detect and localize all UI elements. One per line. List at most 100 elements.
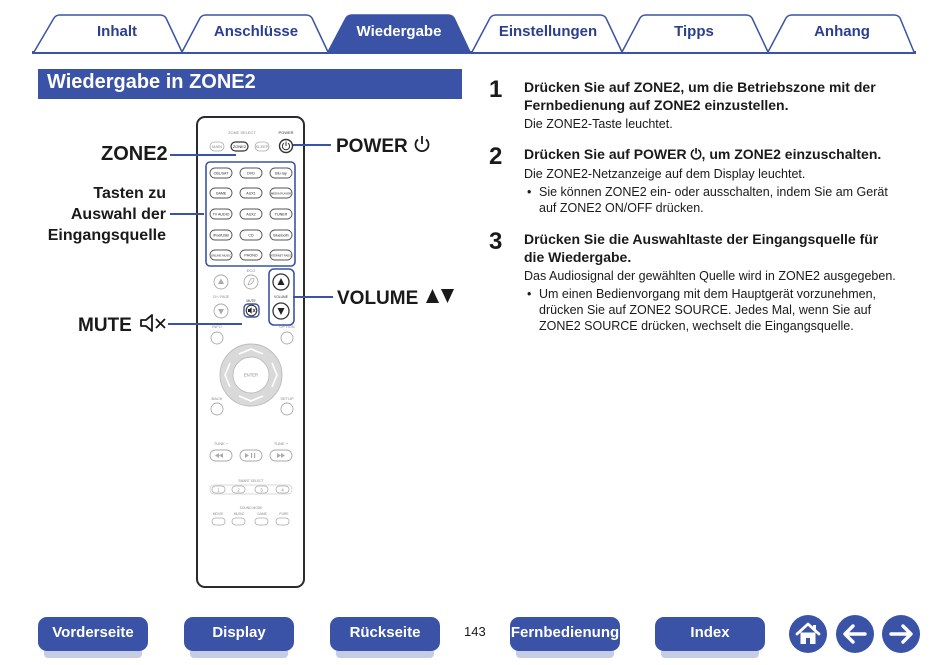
- speaker-mute-icon: [140, 314, 166, 332]
- bullet-dot-icon: •: [527, 185, 532, 199]
- remote-sound-pure-label: PURE: [279, 512, 289, 516]
- remote-main-label: MAIN: [212, 144, 222, 149]
- callout-power-label: POWER: [336, 136, 408, 157]
- remote-info-button[interactable]: [210, 331, 224, 345]
- remote-dpad-left-icon: [224, 362, 231, 388]
- remote-sleep-button[interactable]: [254, 141, 270, 152]
- callout-zone2-line: [170, 154, 236, 156]
- step-3-bullet: • Um einen Bedienvorgang mit dem Hauptge…: [524, 286, 916, 334]
- remote-back-button[interactable]: [210, 402, 224, 416]
- remote-source-bluetooth[interactable]: [269, 229, 293, 241]
- remote-source-internetradio[interactable]: [269, 249, 293, 261]
- remote-source-aux2[interactable]: [239, 208, 263, 220]
- remote-source-mediaplayer[interactable]: [269, 187, 293, 199]
- remote-source-ipodusb[interactable]: [209, 229, 233, 241]
- remote-smart-3-button[interactable]: [254, 485, 269, 494]
- nav-rueckseite-button[interactable]: Rückseite: [330, 617, 440, 658]
- remote-option-button[interactable]: [280, 331, 294, 345]
- play-pause-icon: [245, 453, 249, 458]
- remote-mute-x-icon: [252, 308, 256, 313]
- remote-source-cblsat[interactable]: [209, 167, 233, 179]
- remote-source-phono[interactable]: [239, 249, 263, 261]
- arrow-right-icon: [889, 624, 913, 644]
- remote-setup-label: SETUP: [280, 396, 294, 401]
- callout-source-keys: Tasten zu Auswahl der Eingangsquelle: [40, 183, 166, 246]
- remote-source-bluray[interactable]: [269, 167, 293, 179]
- remote-dpad-down-icon: [238, 395, 264, 402]
- tab-tipps[interactable]: Tipps: [674, 23, 714, 40]
- remote-option-label: OPTION: [279, 324, 294, 329]
- callout-mute-label: MUTE: [78, 315, 132, 336]
- callout-mute-line: [168, 323, 242, 325]
- remote-smart-select-label: SMART SELECT: [238, 479, 263, 483]
- remote-source-dvd[interactable]: [239, 167, 263, 179]
- nav-vorderseite-button[interactable]: Vorderseite: [38, 617, 148, 658]
- remote-source-ipodusb-label: iPod/USB: [213, 234, 229, 238]
- back-button[interactable]: [836, 615, 874, 653]
- remote-source-aux1[interactable]: [239, 187, 263, 199]
- remote-source-cd[interactable]: [239, 229, 263, 241]
- tab-anhang[interactable]: Anhang: [814, 23, 870, 40]
- tab-inhalt[interactable]: Inhalt: [97, 23, 137, 40]
- remote-control: ZONE SELECT POWER MAIN ZONE2 SLEEP CBL/S…: [196, 116, 305, 588]
- remote-sound-game-button[interactable]: [254, 517, 269, 526]
- step-1-body: Die ZONE2-Taste leuchtet.: [524, 117, 673, 131]
- remote-source-aux1-label: AUX1: [246, 192, 255, 196]
- step-2-heading: Drücken Sie auf POWER ⏻, um ZONE2 einzus…: [524, 146, 882, 162]
- tab-shape-einstellungen: [471, 14, 623, 53]
- remote-mute-icon: [248, 307, 252, 314]
- section-title: Wiedergabe in ZONE2: [38, 69, 462, 99]
- tab-shape-inhalt: [33, 14, 183, 53]
- remote-source-tvaudio[interactable]: [209, 208, 233, 220]
- remote-power-icon: [281, 142, 291, 151]
- remote-sleep-label: SLEEP: [256, 144, 269, 149]
- tab-shape-tipps: [621, 14, 769, 53]
- remote-smart-1-button[interactable]: [211, 485, 226, 494]
- tab-einstellungen[interactable]: Einstellungen: [498, 23, 598, 40]
- remote-smart-4-button[interactable]: [275, 485, 290, 494]
- remote-source-onlinemusic[interactable]: [209, 249, 233, 261]
- remote-enter-button[interactable]: [232, 356, 270, 394]
- tab-anschluesse[interactable]: Anschlüsse: [213, 23, 299, 40]
- step-2-number: 2: [489, 143, 503, 170]
- remote-sound-movie-label: MOVIE: [213, 512, 224, 516]
- pause-bar-icon: [251, 453, 253, 458]
- remote-zone2-button[interactable]: [230, 141, 249, 152]
- step-3-body: Das Audiosignal der gewählten Quelle wir…: [524, 269, 896, 283]
- remote-eco-button[interactable]: [243, 274, 259, 290]
- step-3-number: 3: [489, 228, 503, 255]
- remote-source-game[interactable]: [209, 187, 233, 199]
- remote-setup-button[interactable]: [280, 402, 294, 416]
- remote-source-mediaplayer-label: MEDIA PLAYER: [271, 192, 291, 196]
- remote-enter-label: ENTER: [244, 373, 258, 378]
- home-button[interactable]: [789, 615, 827, 653]
- remote-sound-game-label: GAME: [257, 512, 268, 516]
- remote-sound-pure-button[interactable]: [275, 517, 290, 526]
- bullet-dot-icon: •: [527, 287, 532, 301]
- remote-sound-music-button[interactable]: [231, 517, 246, 526]
- step-3-bullet-line1: Um einen Bedienvorgang mit dem Hauptgerä…: [539, 287, 876, 301]
- remote-smart-4-label: 4: [281, 487, 284, 492]
- nav-index-button[interactable]: Index: [655, 617, 765, 658]
- remote-tune-plus-label: TUNE +: [274, 441, 289, 446]
- remote-source-cblsat-label: CBL/SAT: [214, 172, 230, 176]
- tab-wiedergabe[interactable]: Wiedergabe: [356, 23, 442, 40]
- callout-zone2: ZONE2: [101, 143, 168, 165]
- remote-source-cd-label: CD: [248, 234, 254, 238]
- remote-smart-2-button[interactable]: [231, 485, 246, 494]
- remote-source-bluray-label: Blu-ray: [275, 172, 287, 176]
- step-2-bullet: • Sie können ZONE2 ein- oder ausschalten…: [524, 184, 916, 216]
- step-2-bullet-line1: Sie können ZONE2 ein- oder ausschalten, …: [539, 185, 888, 199]
- remote-main-button[interactable]: [209, 141, 225, 152]
- remote-sound-movie-button[interactable]: [211, 517, 226, 526]
- remote-smart-2-label: 2: [237, 487, 240, 492]
- nav-fernbedienung-button[interactable]: Fernbedienung: [510, 617, 620, 658]
- step-3-bullet-line3: ZONE2 SOURCE drücken, wechselt die Einga…: [539, 319, 854, 333]
- nav-display-button[interactable]: Display: [184, 617, 294, 658]
- remote-source-tuner[interactable]: [269, 208, 293, 220]
- power-icon: [414, 136, 430, 153]
- forward-button[interactable]: [882, 615, 920, 653]
- step-1-heading-line2: Fernbedienung auf ZONE2 einzustellen.: [524, 97, 789, 113]
- remote-volume-up-icon: [277, 278, 285, 285]
